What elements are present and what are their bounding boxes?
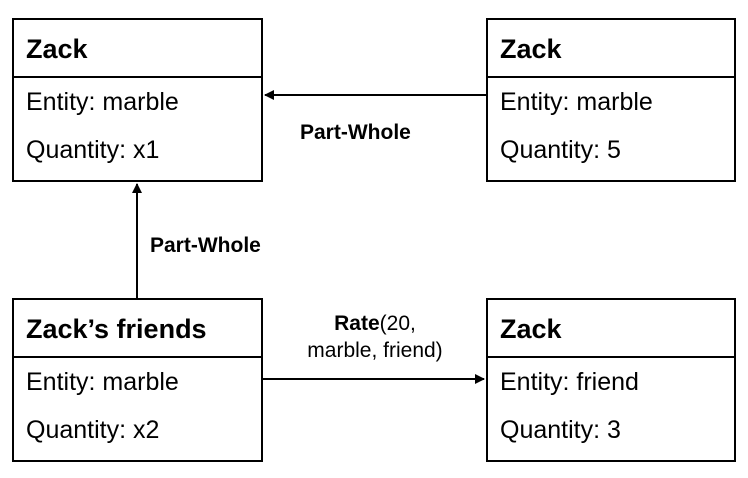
rate-label-args: (20, — [379, 312, 416, 335]
node-title: Zack — [488, 300, 734, 358]
edge-label-part-whole-top: Part-Whole — [300, 121, 411, 144]
node-top-right: Zack Entity: marble Quantity: 5 — [486, 18, 736, 182]
rate-label-line2: marble, friend) — [307, 339, 443, 362]
node-title: Zack — [14, 20, 261, 78]
node-entity: Entity: friend — [500, 368, 639, 396]
node-title: Zack’s friends — [14, 300, 261, 358]
node-entity: Entity: marble — [26, 88, 179, 116]
node-title: Zack — [488, 20, 734, 78]
node-quantity: Quantity: x1 — [26, 136, 160, 164]
node-quantity: Quantity: x2 — [26, 416, 160, 444]
node-entity: Entity: marble — [26, 368, 179, 396]
edge-label-part-whole-left: Part-Whole — [150, 234, 261, 257]
edge-label-rate: Rate(20, marble, friend) — [280, 310, 470, 364]
node-quantity: Quantity: 3 — [500, 416, 621, 444]
node-quantity: Quantity: 5 — [500, 136, 621, 164]
node-top-left: Zack Entity: marble Quantity: x1 — [12, 18, 263, 182]
rate-label-keyword: Rate — [334, 312, 380, 335]
node-bottom-left: Zack’s friends Entity: marble Quantity: … — [12, 298, 263, 462]
rate-label-line1: Rate(20, — [280, 310, 470, 337]
node-bottom-right: Zack Entity: friend Quantity: 3 — [486, 298, 736, 462]
node-entity: Entity: marble — [500, 88, 653, 116]
